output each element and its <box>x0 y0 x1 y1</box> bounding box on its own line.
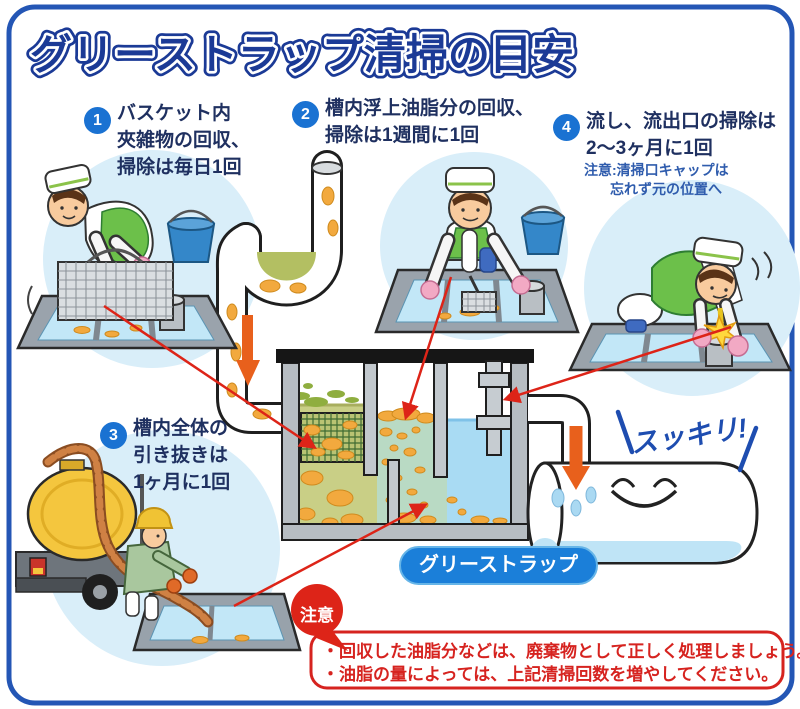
step-4-text: 流し、流出口の掃除は 2〜3ヶ月に1回 <box>586 111 777 159</box>
outflow-arrow-icon <box>562 426 590 490</box>
caution-balloon-icon <box>291 584 348 651</box>
step-2-text: 槽内浮上油脂分の回収、 掃除は1週間に1回 <box>325 98 535 146</box>
smiley-pipe <box>543 461 759 565</box>
svg-text:グリーストラップ清掃の目安: グリーストラップ清掃の目安 <box>30 31 574 78</box>
step-4-note: 注意:清掃口キャップは 忘れず元の位置へ <box>584 162 729 197</box>
step-3-text: 槽内全体の 引き抜きは 1ヶ月に1回 <box>133 418 231 493</box>
step-2-badge: 2 <box>292 101 319 128</box>
svg-text:グリーストラップ清掃の目安: グリーストラップ清掃の目安 <box>30 31 574 78</box>
tank-mesh-basket <box>300 412 365 463</box>
step-1-text: バスケット内 夾雑物の回収、 掃除は毎日1回 <box>117 103 251 178</box>
step-3-badge: 3 <box>100 422 127 449</box>
worker-4-scene <box>568 236 792 372</box>
tank-label: グリーストラップ <box>419 554 578 576</box>
baffle <box>433 362 448 478</box>
pipe-flow-arrow-icon <box>236 315 260 386</box>
hard-hat <box>134 507 174 529</box>
tank-label-pill <box>399 546 598 585</box>
droplet-icons <box>551 486 597 517</box>
caution-box <box>309 630 785 690</box>
drain-pipe <box>215 150 343 434</box>
caution-badge-label: 注意 <box>300 606 334 625</box>
mesh-scoop <box>461 275 497 313</box>
smile-mouth <box>610 489 678 508</box>
baffle <box>363 362 378 476</box>
worker-1-scene <box>16 163 239 350</box>
page-title: グリーストラップ清掃の目安 グリーストラップ清掃の目安 グリーストラップ清掃の目… <box>25 26 580 84</box>
smile-eyes <box>610 478 678 488</box>
grease-trap-tank <box>276 349 534 541</box>
worker-2-scene <box>374 167 580 334</box>
truck-tank <box>26 466 138 562</box>
vacuum-truck-scene <box>15 443 302 652</box>
pointer-arrows <box>103 276 732 608</box>
step-1-badge: 1 <box>84 107 111 134</box>
bucket <box>520 205 566 255</box>
svg-text:グリーストラップ清掃の目安: グリーストラップ清掃の目安 <box>30 31 574 78</box>
baffle <box>387 459 400 525</box>
bucket <box>166 209 216 263</box>
outlet-trap-fitting <box>476 360 512 456</box>
step-4-badge: 4 <box>553 114 580 141</box>
emphasis-slashes <box>615 409 759 473</box>
mesh-basket <box>57 248 174 321</box>
caution-note-text: ・回収した油脂分などは、廃棄物として正しく処理しましょう。 ・油脂の量によっては… <box>322 642 800 684</box>
sparkle-icon <box>703 313 738 351</box>
